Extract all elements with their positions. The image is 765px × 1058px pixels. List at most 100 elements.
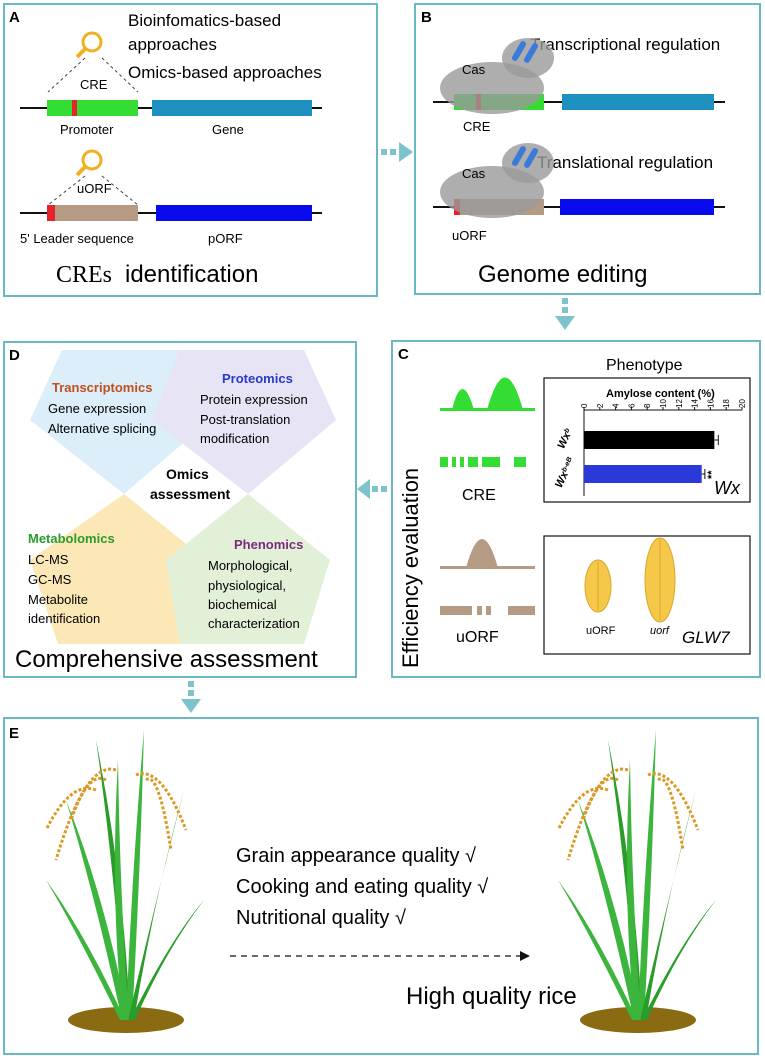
rice-leaf <box>128 790 184 1020</box>
rice-leaf <box>130 900 204 1020</box>
phenomics-item: Morphological, <box>208 558 293 573</box>
uorf-label: uORF <box>452 228 487 243</box>
panel-c: C Efficiency evaluation Phenotype CRE uO… <box>391 340 761 678</box>
leader-box <box>47 205 138 221</box>
grain-label-1: uORF <box>586 625 616 637</box>
chart-bar <box>584 465 702 483</box>
panel-b-frame <box>414 3 761 295</box>
rice-leaf <box>578 800 640 1020</box>
chart-category-main: Wx <box>555 430 573 451</box>
porf-box <box>560 199 714 215</box>
rice-panicle <box>145 777 173 851</box>
rice-panicle <box>44 787 97 831</box>
approach-bioinformatics-2: approaches <box>128 35 217 54</box>
transcriptional-label: Transcriptional regulation <box>530 35 720 54</box>
magnifier-icon <box>75 149 103 177</box>
transcriptomics-item: Gene expression <box>48 401 146 416</box>
panel-c-frame <box>391 340 761 678</box>
quality-item: Nutritional quality √ <box>236 907 406 929</box>
flow-arrow-c-d <box>357 479 387 499</box>
rice-leaf <box>66 800 128 1020</box>
flow-arrow-d-e <box>181 681 201 713</box>
rice-leaf <box>126 730 144 1020</box>
cre-element <box>72 100 77 116</box>
chart-frame <box>543 377 751 503</box>
scissors-icon <box>512 41 538 63</box>
quality-item: Cooking and eating quality √ <box>236 876 488 898</box>
chart-tick-label: 2 <box>596 403 605 408</box>
scissors-icon <box>512 146 538 168</box>
leader-label: 5' Leader sequence <box>20 231 134 246</box>
phenomics-title: Phenomics <box>234 537 303 552</box>
panel-a-title-serif: CREs <box>56 262 112 288</box>
proteomics-title: Proteomics <box>222 371 293 386</box>
omics-title: assessment <box>150 486 231 502</box>
panel-d-frame <box>3 341 357 678</box>
chart-category-label: Wxb <box>555 426 575 451</box>
rice-panicle <box>647 772 700 831</box>
panel-e: E Grain appearance quality √ Cooking and… <box>3 717 759 1055</box>
grain-uorf-edited <box>644 537 676 623</box>
chart-category-sup: b-eB <box>560 456 573 473</box>
flow-arrow-b-c <box>555 298 575 330</box>
panel-a: A Bioinfomatics-based approaches Omics-b… <box>3 3 378 297</box>
proteomics-item: Protein expression <box>200 392 308 407</box>
chart-tick-label: 20 <box>738 399 747 408</box>
gene-glw7-label: GLW7 <box>682 628 730 647</box>
phenomics-item: characterization <box>208 616 300 631</box>
rice-panicle <box>135 772 188 831</box>
chart-tick-label: 14 <box>691 399 700 408</box>
quality-item: Grain appearance quality √ <box>236 845 476 867</box>
gene-box <box>562 94 714 110</box>
chart-tick-label: 4 <box>612 403 621 408</box>
metabolomics-pentagon <box>30 494 206 644</box>
cre-label: CRE <box>80 77 108 92</box>
zoom-line <box>101 57 139 93</box>
uorf-fragments <box>440 606 535 615</box>
panel-b: B Transcriptional regulation Cas CRE Tra… <box>414 3 761 295</box>
panel-b-letter: B <box>421 9 432 26</box>
panel-d: D Transcriptomics Gene expression Altern… <box>3 341 357 678</box>
rice-panicle <box>69 777 107 821</box>
uorf-label: uORF <box>456 629 499 646</box>
chart-tick-label: 16 <box>706 399 715 408</box>
rice-leaf <box>558 880 637 1020</box>
cre-fragments <box>440 457 526 467</box>
promoter-box <box>47 100 138 116</box>
transcriptomics-pentagon <box>30 350 210 494</box>
panel-c-vertical-title: Efficiency evaluation <box>398 468 423 668</box>
panel-e-frame <box>3 717 759 1055</box>
promoter-label: Promoter <box>60 122 114 137</box>
chart-category-label: Wxb-eB <box>553 456 577 490</box>
cre-baseline <box>440 408 535 411</box>
proteomics-item: modification <box>200 431 269 446</box>
zoom-line <box>101 175 139 206</box>
chart-significance: ** <box>706 470 718 479</box>
transcriptomics-title: Transcriptomics <box>52 380 152 395</box>
rice-panicle <box>556 787 609 831</box>
chart-tick-label: 8 <box>643 403 652 408</box>
panel-b-title: Genome editing <box>478 261 647 288</box>
uorf-element <box>47 205 55 221</box>
metabolomics-item: LC-MS <box>28 552 69 567</box>
cre-peak <box>487 377 523 410</box>
transcriptomics-item: Alternative splicing <box>48 421 156 436</box>
panel-c-letter: C <box>398 346 409 363</box>
grain-frame <box>543 535 751 655</box>
rice-leaf <box>46 880 125 1020</box>
cre-label: CRE <box>463 119 491 134</box>
grain-uorf <box>584 559 612 613</box>
rice-leaf <box>642 900 716 1020</box>
rice-plant-icon <box>556 730 716 1033</box>
cre-peak <box>452 389 474 410</box>
phenomics-item: biochemical <box>208 597 277 612</box>
chart-title: Amylose content (%) <box>606 388 715 400</box>
porf-label: pORF <box>208 231 243 246</box>
chart-tick-label: 10 <box>659 399 668 408</box>
translational-label: Translational regulation <box>537 153 713 172</box>
phenomics-pentagon <box>166 494 330 644</box>
rice-panicle <box>657 777 685 851</box>
zoom-line <box>47 175 86 206</box>
omics-title: Omics <box>166 466 209 482</box>
